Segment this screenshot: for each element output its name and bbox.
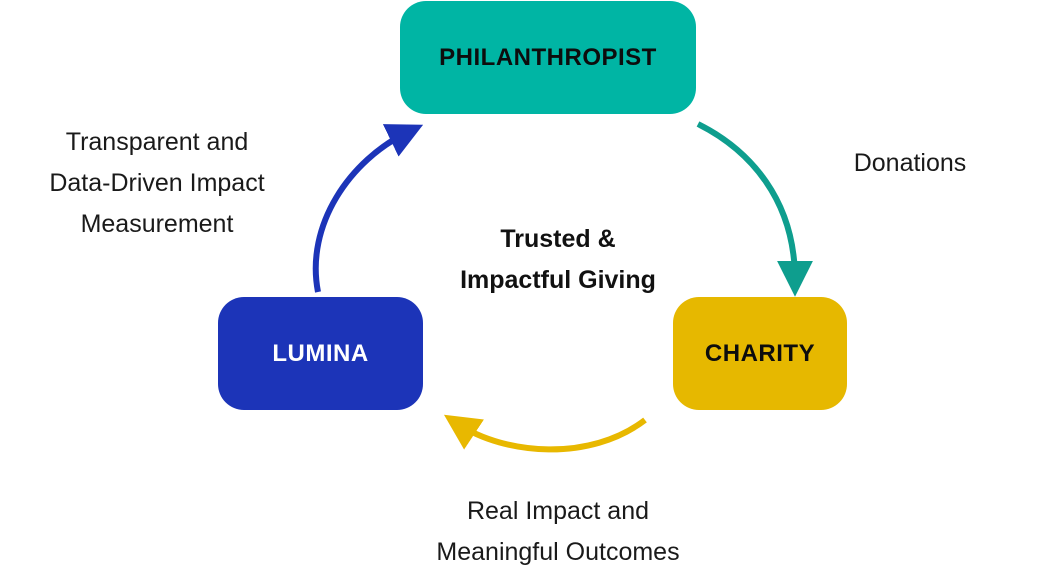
center-label-line: Trusted & <box>500 225 616 253</box>
edge-label-line: Donations <box>853 149 967 177</box>
edge-label-charity-to-lumina: Real Impact and Meaningful Outcomes <box>408 491 708 573</box>
edge-label-lumina-to-philanthropist: Transparent and Data-Driven Impact Measu… <box>20 122 294 245</box>
philanthropist-node: PHILANTHROPIST <box>400 1 696 114</box>
philanthropist-label: PHILANTHROPIST <box>439 43 657 71</box>
charity-node: CHARITY <box>673 297 847 410</box>
edge-label-philanthropist-to-charity: Donations <box>832 143 988 184</box>
edge-label-line: Real Impact and <box>466 497 650 525</box>
arrow-lumina-to-philanthropist <box>312 124 424 293</box>
edge-label-line: Transparent and <box>65 128 249 156</box>
center-label-line: Impactful Giving <box>460 266 656 294</box>
charity-label: CHARITY <box>704 339 816 367</box>
edge-label-line: Meaningful Outcomes <box>436 538 680 566</box>
lumina-node: LUMINA <box>218 297 423 410</box>
edge-label-line: Measurement <box>80 210 234 238</box>
arrow-philanthropist-to-charity <box>696 121 813 297</box>
lumina-label: LUMINA <box>272 339 369 367</box>
center-label: Trusted & Impactful Giving <box>425 219 691 301</box>
arrow-charity-to-lumina <box>443 414 647 453</box>
edge-label-line: Data-Driven Impact <box>49 169 265 197</box>
